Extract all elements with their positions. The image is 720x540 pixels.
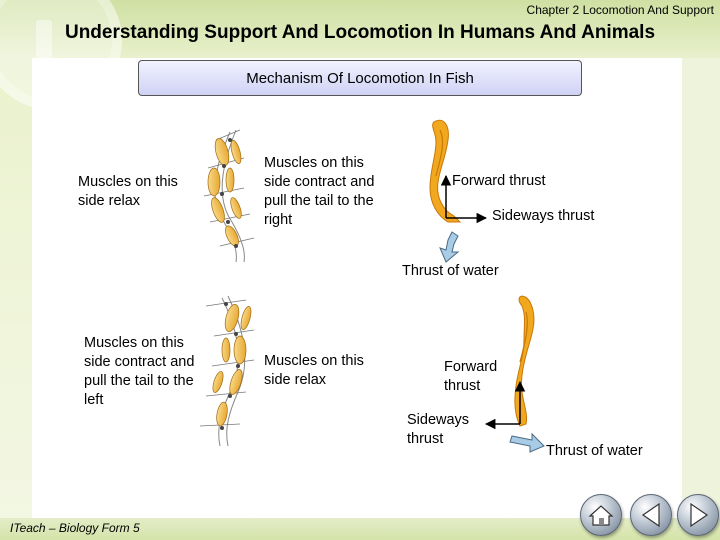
label-bottom-left-muscles: Muscles on this side contract and pull t… xyxy=(84,335,195,408)
section-title-box: Mechanism Of Locomotion In Fish xyxy=(138,60,582,96)
label-top-right-muscles: Muscles on this side contract and pull t… xyxy=(264,155,375,228)
water-thrust-arrow-top xyxy=(439,231,460,263)
water-thrust-arrow-bottom xyxy=(509,432,545,453)
forward-button[interactable] xyxy=(677,494,719,536)
home-icon xyxy=(588,505,614,526)
right-margin xyxy=(682,58,720,518)
footer-credit: ITeach – Biology Form 5 xyxy=(10,521,140,535)
fish-bottom xyxy=(514,295,535,427)
content-area xyxy=(32,58,682,518)
label-bottom-right-muscles: Muscles on this side relax xyxy=(264,353,364,388)
label-bottom-water-thrust: Thrust of water xyxy=(546,443,643,459)
fish-muscle-diagram-top xyxy=(203,129,255,263)
back-button[interactable] xyxy=(630,494,672,536)
fish-muscle-diagram-bottom xyxy=(199,295,255,447)
label-top-water-thrust: Thrust of water xyxy=(402,263,499,279)
header-band xyxy=(0,0,720,110)
section-title: Mechanism Of Locomotion In Fish xyxy=(246,69,474,87)
label-top-left-muscles: Muscles on this side relax xyxy=(78,174,178,209)
home-button[interactable] xyxy=(580,494,622,536)
fish-top xyxy=(429,119,462,223)
page-title: Understanding Support And Locomotion In … xyxy=(64,22,656,43)
bottom-band xyxy=(0,518,720,540)
label-bottom-forward-thrust: Forward thrust xyxy=(444,359,498,394)
triangle-left-icon xyxy=(641,502,660,528)
chapter-label: Chapter 2 Locomotion And Support xyxy=(526,3,714,17)
label-top-forward-thrust: Forward thrust xyxy=(452,173,546,189)
label-top-sideways-thrust: Sideways thrust xyxy=(492,208,595,224)
triangle-right-icon xyxy=(690,502,709,528)
label-bottom-sideways-thrust: Sideways thrust xyxy=(407,412,470,447)
